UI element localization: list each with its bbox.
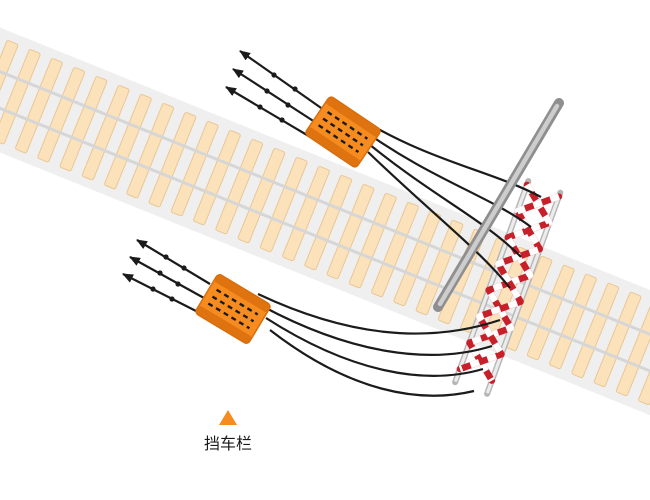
rail-line-upper — [0, 39, 650, 380]
gate-striped-bar-a-stripes — [466, 183, 553, 383]
cable-arrow-line — [136, 239, 211, 285]
cable-dot — [292, 86, 298, 92]
cable-dot — [285, 102, 291, 108]
cable-dot — [175, 281, 181, 287]
railway-track — [0, 2, 650, 448]
crosstie — [148, 112, 197, 208]
crosstie — [482, 246, 531, 343]
barrier-gate — [452, 178, 564, 397]
barrier-pole — [433, 98, 564, 312]
crosstie — [15, 58, 63, 154]
cable-curve — [257, 293, 501, 335]
cable-dot — [181, 265, 187, 271]
cable-dot — [271, 72, 277, 78]
cable-curve — [269, 329, 475, 397]
device-cable-dash — [322, 117, 364, 147]
cable-group-top — [225, 50, 542, 289]
cable-arrow-line — [122, 273, 199, 313]
crosstie — [615, 300, 650, 397]
derail-device-top — [305, 96, 381, 168]
cable-curve — [265, 317, 484, 377]
cable-dot — [163, 254, 169, 260]
gate-striped-bar-b-stripes — [458, 193, 561, 373]
crossties-group — [0, 40, 650, 406]
derail-device-bottom — [195, 274, 271, 344]
crosstie — [549, 273, 597, 370]
cable-arrow-line — [232, 68, 319, 125]
crosstie — [0, 40, 19, 136]
device-body — [305, 96, 381, 168]
crosstie — [37, 67, 86, 163]
device-plate-lower — [305, 127, 360, 168]
cable-curve — [261, 305, 493, 356]
crosstie — [304, 175, 353, 271]
device-plate-upper — [326, 96, 381, 137]
rail-line-lower — [0, 70, 650, 411]
crosstie — [104, 94, 152, 190]
cable-arrow-line — [129, 256, 205, 299]
device-cable-dash — [215, 288, 259, 316]
crosstie — [526, 264, 575, 361]
cable-dot — [264, 88, 270, 94]
cable-curve — [355, 115, 542, 198]
crosstie — [237, 148, 286, 244]
crosstie — [259, 157, 308, 253]
crosstie — [571, 282, 620, 379]
crosstie — [215, 139, 264, 235]
cable-dot — [257, 104, 263, 110]
crosstie — [59, 76, 108, 172]
gate-post-right-face — [486, 192, 562, 394]
cable-dot — [157, 270, 163, 276]
crosstie — [415, 219, 464, 316]
crosstie — [81, 85, 130, 181]
legend-label: 挡车栏 — [204, 435, 252, 453]
cable-curve — [367, 151, 511, 289]
cable-curve — [359, 127, 532, 228]
cable-group-bottom — [122, 239, 501, 397]
cable-dot — [279, 117, 285, 123]
legend-marker-triangle-icon — [219, 410, 237, 425]
cable-dot — [150, 286, 156, 292]
crosstie — [638, 309, 650, 406]
cable-arrow-line — [225, 86, 313, 139]
crosstie — [593, 291, 642, 388]
device-plate-upper — [214, 274, 271, 312]
crosstie — [326, 184, 375, 280]
crosstie — [170, 121, 219, 217]
device-cable-dash — [207, 302, 251, 330]
device-cable-dash — [317, 124, 360, 154]
cable-dot — [169, 296, 175, 302]
device-plate-lower — [195, 306, 252, 344]
cable-curve — [363, 139, 522, 258]
crosstie — [193, 130, 241, 226]
pole-highlight — [437, 103, 560, 307]
crosstie — [126, 103, 175, 199]
crosstie — [282, 166, 330, 262]
legend: 挡车栏 — [204, 410, 252, 453]
cable-arrow-line — [239, 50, 325, 111]
crosstie — [0, 49, 41, 145]
crosstie — [371, 202, 419, 298]
crosstie — [348, 193, 397, 289]
device-cable-dash — [211, 295, 255, 323]
device-cable-dash — [326, 110, 369, 140]
